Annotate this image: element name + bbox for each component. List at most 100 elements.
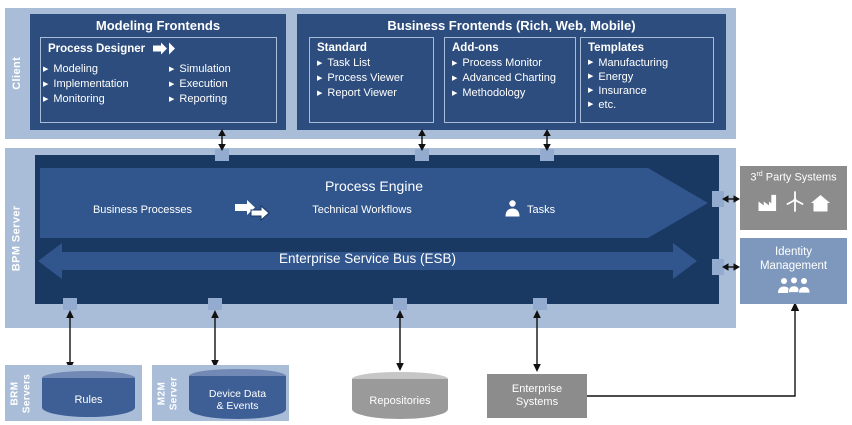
- cylinder-body: [189, 376, 286, 419]
- standard-group-box: Standard ▶ Task List ▶ Process Viewer ▶ Rep…: [309, 37, 434, 123]
- bullet-icon: ▶: [43, 81, 49, 88]
- connector-port: [393, 298, 407, 310]
- list-item: ▶ Execution: [169, 77, 231, 92]
- list-item: ▶ Process Monitor: [445, 56, 575, 71]
- connector-arrow-vertical: [66, 310, 74, 370]
- third-party-icons-row: [740, 190, 847, 212]
- house-icon: [811, 194, 830, 212]
- bullet-icon: ▶: [169, 96, 175, 103]
- client-band-label-area: Client: [5, 8, 29, 139]
- bullet-icon: ▶: [588, 73, 594, 80]
- standard-group-title: Standard: [317, 42, 367, 54]
- connector-arrow-vertical: [211, 310, 219, 368]
- list-item: ▶ Methodology: [445, 86, 575, 101]
- wind-turbine-icon: [786, 190, 804, 212]
- m2m-label-line1: M2M: [156, 381, 168, 405]
- list-item: ▶ Modeling: [43, 62, 129, 77]
- third-party-rest: Party Systems: [762, 171, 837, 184]
- list-item-label: Report Viewer: [327, 87, 397, 99]
- third-party-sup: rd: [756, 171, 763, 178]
- connector-port: [215, 149, 229, 161]
- list-item: ▶ Advanced Charting: [445, 71, 575, 86]
- list-item: ▶Simulation: [169, 62, 231, 77]
- device-label-line2: & Events: [216, 400, 259, 412]
- connector-arrow-horizontal: [722, 195, 740, 203]
- list-item-label: Process Viewer: [327, 72, 404, 84]
- third-party-systems-box: 3rd Party Systems: [740, 166, 847, 230]
- designer-col1: ▶Modeling ▶Implementation ▶Monitoring: [43, 62, 129, 107]
- list-item-label: Process Monitor: [462, 57, 542, 69]
- process-engine-title: Process Engine: [324, 178, 424, 194]
- list-item-label: Modeling: [53, 63, 99, 75]
- connector-arrow-horizontal: [722, 263, 740, 271]
- enterprise-label-line1: Enterprise: [511, 382, 563, 395]
- business-frontends-title: Business Frontends (Rich, Web, Mobile): [387, 18, 636, 33]
- list-item-label: Task List: [327, 57, 371, 69]
- list-item: ▶Monitoring: [43, 92, 129, 107]
- connector-port: [208, 298, 222, 310]
- templates-group-box: Templates ▶Manufacturing ▶Energy ▶Insura…: [580, 37, 714, 123]
- connector-arrow-vertical: [396, 310, 404, 371]
- third-party-num: 3: [750, 171, 757, 184]
- bullet-icon: ▶: [169, 66, 175, 73]
- list-item: ▶ Process Viewer: [310, 71, 433, 86]
- brm-band-label: BRM Servers: [10, 373, 33, 413]
- list-item: ▶Insurance: [581, 84, 713, 98]
- bullet-icon: ▶: [317, 60, 323, 67]
- list-item-label: Insurance: [598, 85, 647, 97]
- people-icon: [777, 277, 810, 294]
- cylinder-body: [352, 379, 448, 419]
- list-item: ▶ Report Viewer: [310, 86, 433, 101]
- bpm-server-box: Process Engine Business Processes Techni…: [35, 155, 719, 304]
- repositories-cylinder: Repositories: [352, 372, 448, 419]
- brm-band-label-area: BRM Servers: [5, 365, 37, 421]
- identity-icon-row: [740, 277, 847, 294]
- connector-port: [63, 298, 77, 310]
- bullet-icon: ▶: [452, 90, 458, 97]
- list-item-label: Methodology: [462, 87, 526, 99]
- addons-group-title: Add-ons: [452, 42, 499, 54]
- technical-workflows-label: Technical Workflows: [312, 204, 412, 216]
- identity-management-box: Identity Management: [740, 238, 847, 304]
- bullet-icon: ▶: [317, 75, 323, 82]
- connector-port: [712, 191, 724, 207]
- connector-arrow-vertical: [218, 129, 226, 151]
- addons-group-box: Add-ons ▶ Process Monitor ▶ Advanced Chart…: [444, 37, 576, 123]
- device-label-line1: Device Data: [208, 387, 267, 400]
- connector-arrow-vertical: [533, 310, 541, 372]
- bullet-icon: ▶: [588, 101, 594, 108]
- list-item-label: etc.: [598, 99, 617, 111]
- m2m-band-label-area: M2M Server: [152, 365, 184, 421]
- repositories-label: Repositories: [369, 395, 431, 408]
- enterprise-to-identity-arrow: [587, 302, 800, 397]
- list-item: ▶ Task List: [310, 56, 433, 71]
- enterprise-systems-box: Enterprise Systems: [487, 374, 587, 418]
- connector-port: [533, 298, 547, 310]
- list-item-label: Advanced Charting: [462, 72, 556, 84]
- bullet-icon: ▶: [169, 81, 175, 88]
- rules-cylinder: Rules: [42, 371, 135, 417]
- modeling-frontends-box: Modeling Frontends Process Designer ▶ Mod…: [30, 14, 286, 130]
- bullet-icon: ▶: [317, 90, 323, 97]
- enterprise-label-line2: Systems: [515, 396, 559, 408]
- client-band-label: Client: [10, 57, 23, 90]
- m2m-band-label: M2M Server: [157, 376, 180, 410]
- designer-col2: ▶Simulation ▶Execution ▶Reporting: [169, 62, 231, 107]
- identity-management-title: Identity Management: [740, 238, 847, 274]
- esb-arrow-shape: [38, 243, 697, 279]
- list-item-label: Energy: [598, 71, 634, 83]
- bullet-icon: ▶: [452, 60, 458, 67]
- person-icon: [505, 200, 520, 217]
- bpm-band-label-area: BPM Server: [5, 148, 29, 328]
- process-engine-arrow-shape: [40, 168, 708, 238]
- bullet-icon: ▶: [43, 66, 49, 73]
- bullet-icon: ▶: [588, 59, 594, 66]
- process-designer-title: Process Designer: [48, 42, 146, 55]
- bullet-icon: ▶: [452, 75, 458, 82]
- list-item-label: Execution: [179, 78, 228, 90]
- device-data-cylinder: Device Data & Events: [189, 369, 286, 419]
- bullet-icon: ▶: [43, 96, 49, 103]
- modeling-frontends-title: Modeling Frontends: [95, 18, 221, 33]
- business-processes-label: Business Processes: [92, 204, 193, 216]
